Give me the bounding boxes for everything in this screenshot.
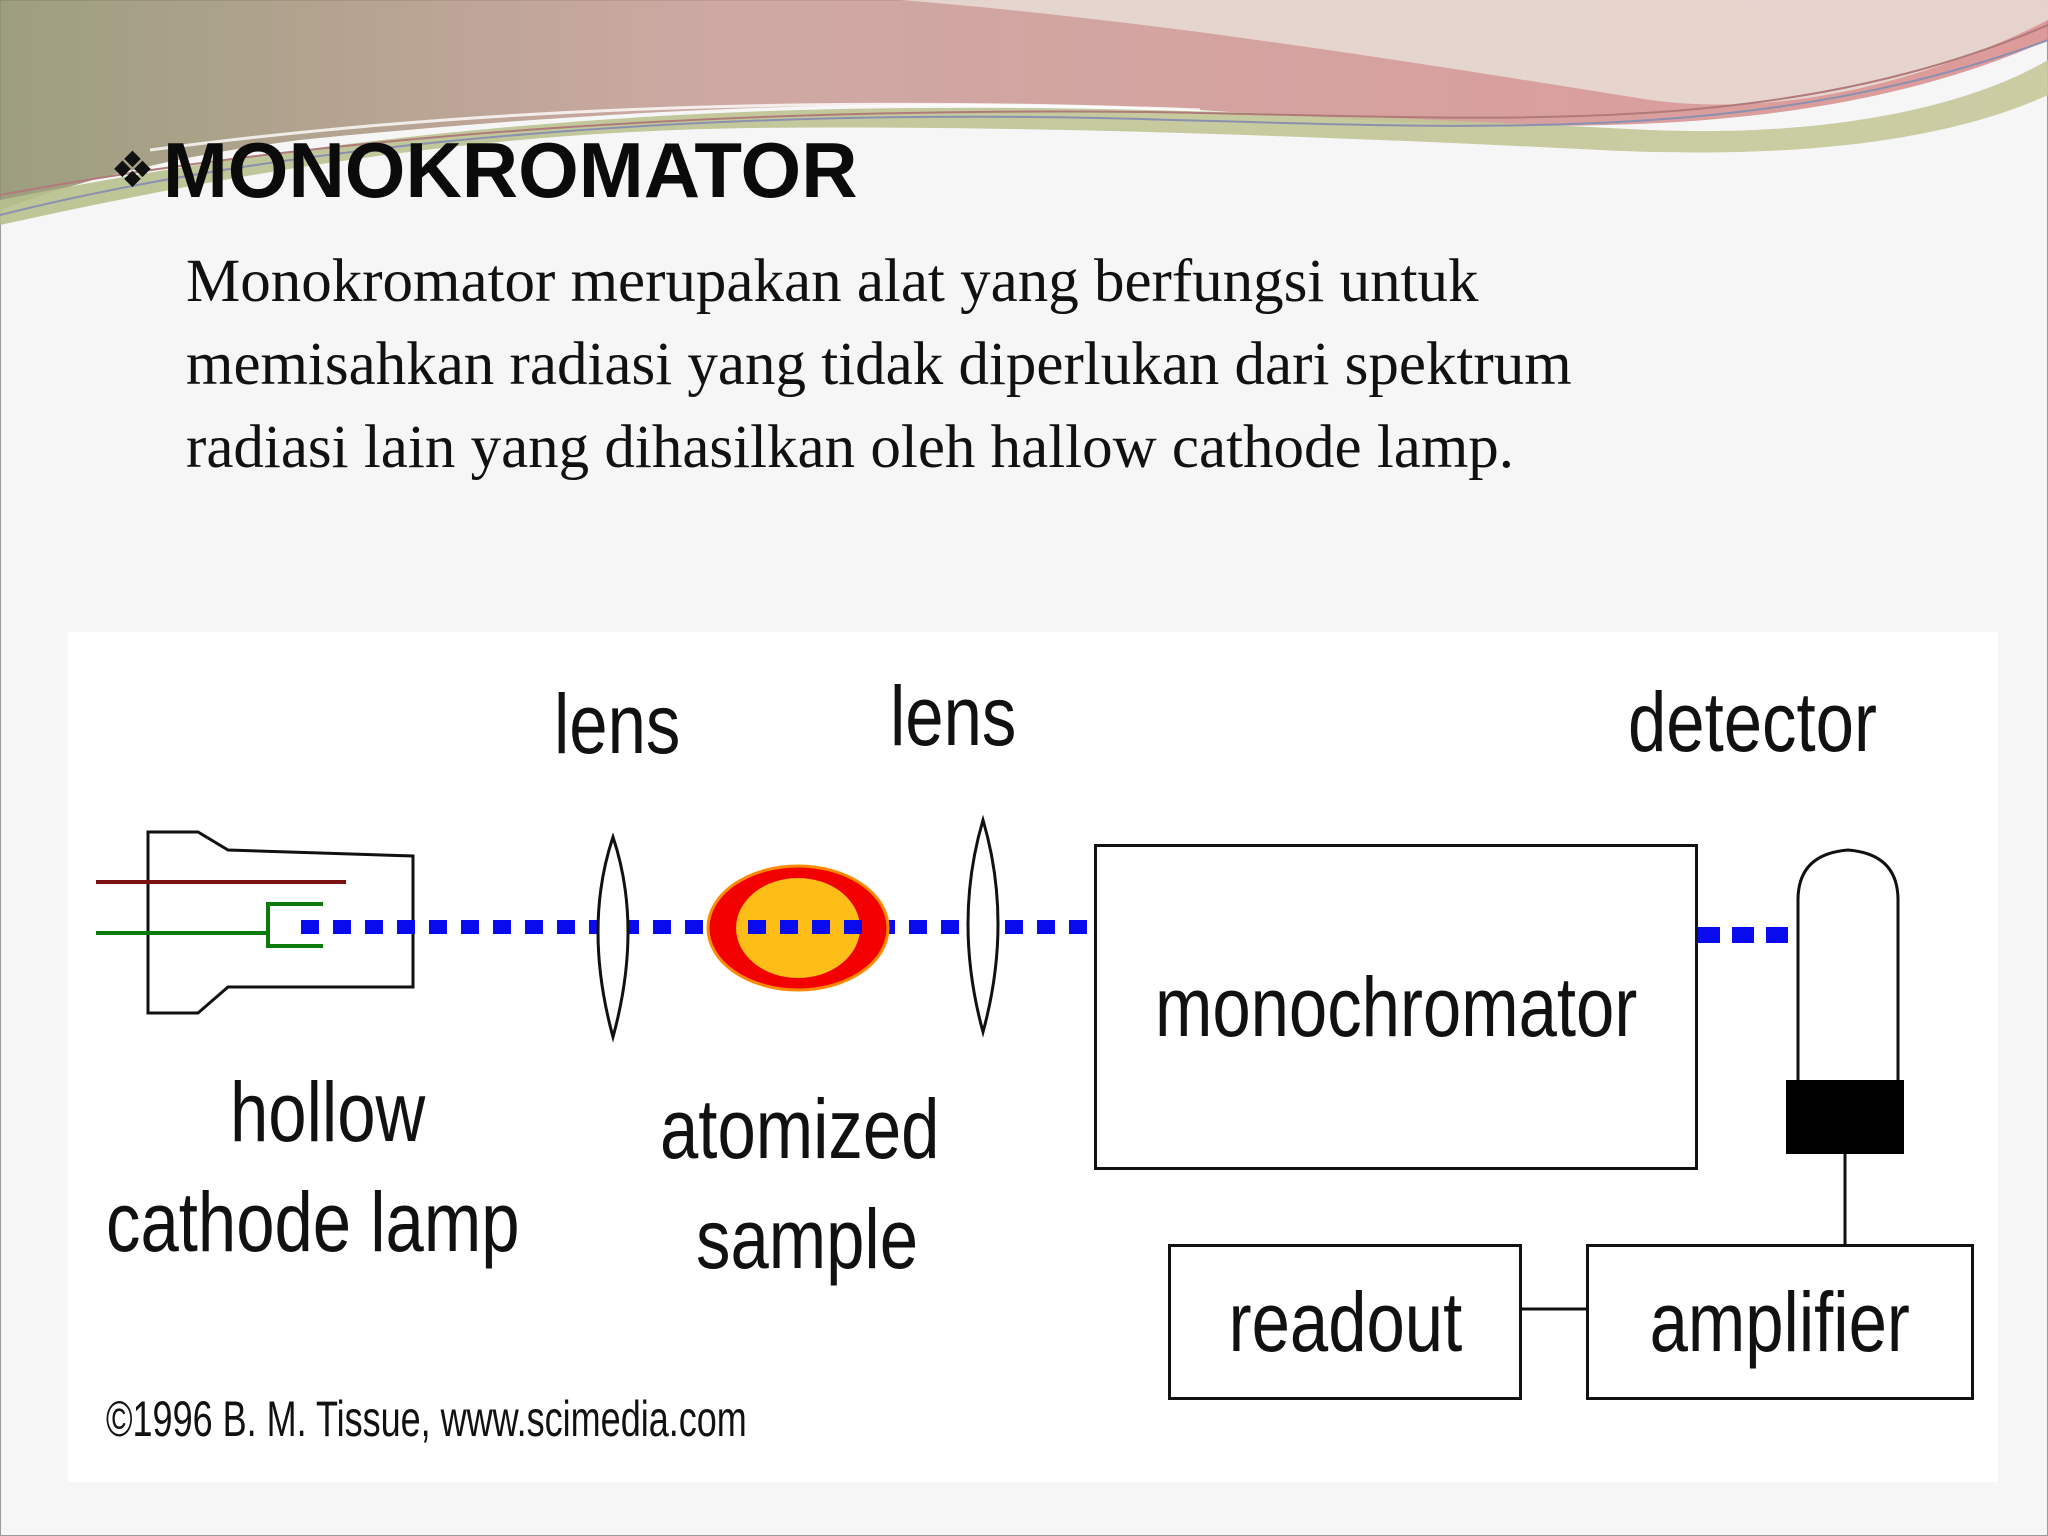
amplifier-box: amplifier	[1586, 1244, 1974, 1400]
diagram-graphics	[96, 814, 1904, 1311]
readout-label: readout	[1228, 1275, 1462, 1369]
diamond-bullet-icon: ❖	[110, 141, 155, 199]
sample-label-2: sample	[696, 1192, 919, 1286]
detector-tube	[1796, 848, 1900, 1080]
heading: ❖ MONOKROMATOR	[110, 125, 858, 215]
lens-label-2: lens	[890, 669, 1017, 763]
lamp-label-1: hollow	[230, 1065, 426, 1159]
sample-label-1: atomized	[660, 1082, 940, 1176]
slide-title: MONOKROMATOR	[162, 125, 858, 214]
lens-label-1: lens	[554, 677, 681, 771]
lamp-body	[146, 830, 415, 1015]
readout-box: readout	[1168, 1244, 1522, 1400]
body-line-2: memisahkan radiasi yang tidak diperlukan…	[186, 331, 1572, 398]
copyright-notice: ©1996 B. M. Tissue, www.scimedia.com	[106, 1391, 747, 1447]
amplifier-label: amplifier	[1649, 1275, 1911, 1369]
detector-label: detector	[1628, 675, 1877, 769]
lens-2	[966, 814, 1000, 1038]
body-line-3: radiasi lain yang dihasilkan oleh hallow…	[186, 414, 1515, 481]
header-wave-decoration	[0, 0, 2048, 225]
monochromator-box: monochromator	[1094, 844, 1698, 1170]
aas-diagram: lens lens detector hollow cathode lamp a…	[68, 632, 1998, 1482]
detector-base	[1786, 1080, 1904, 1154]
body-line-1: Monokromator merupakan alat yang berfung…	[186, 248, 1479, 315]
body-paragraph: Monokromator merupakan alat yang berfung…	[186, 240, 2006, 489]
monochromator-label: monochromator	[1154, 960, 1638, 1054]
lens-1	[596, 832, 630, 1043]
lamp-cathode-cup	[266, 902, 323, 948]
lamp-label-2: cathode lamp	[106, 1175, 520, 1269]
